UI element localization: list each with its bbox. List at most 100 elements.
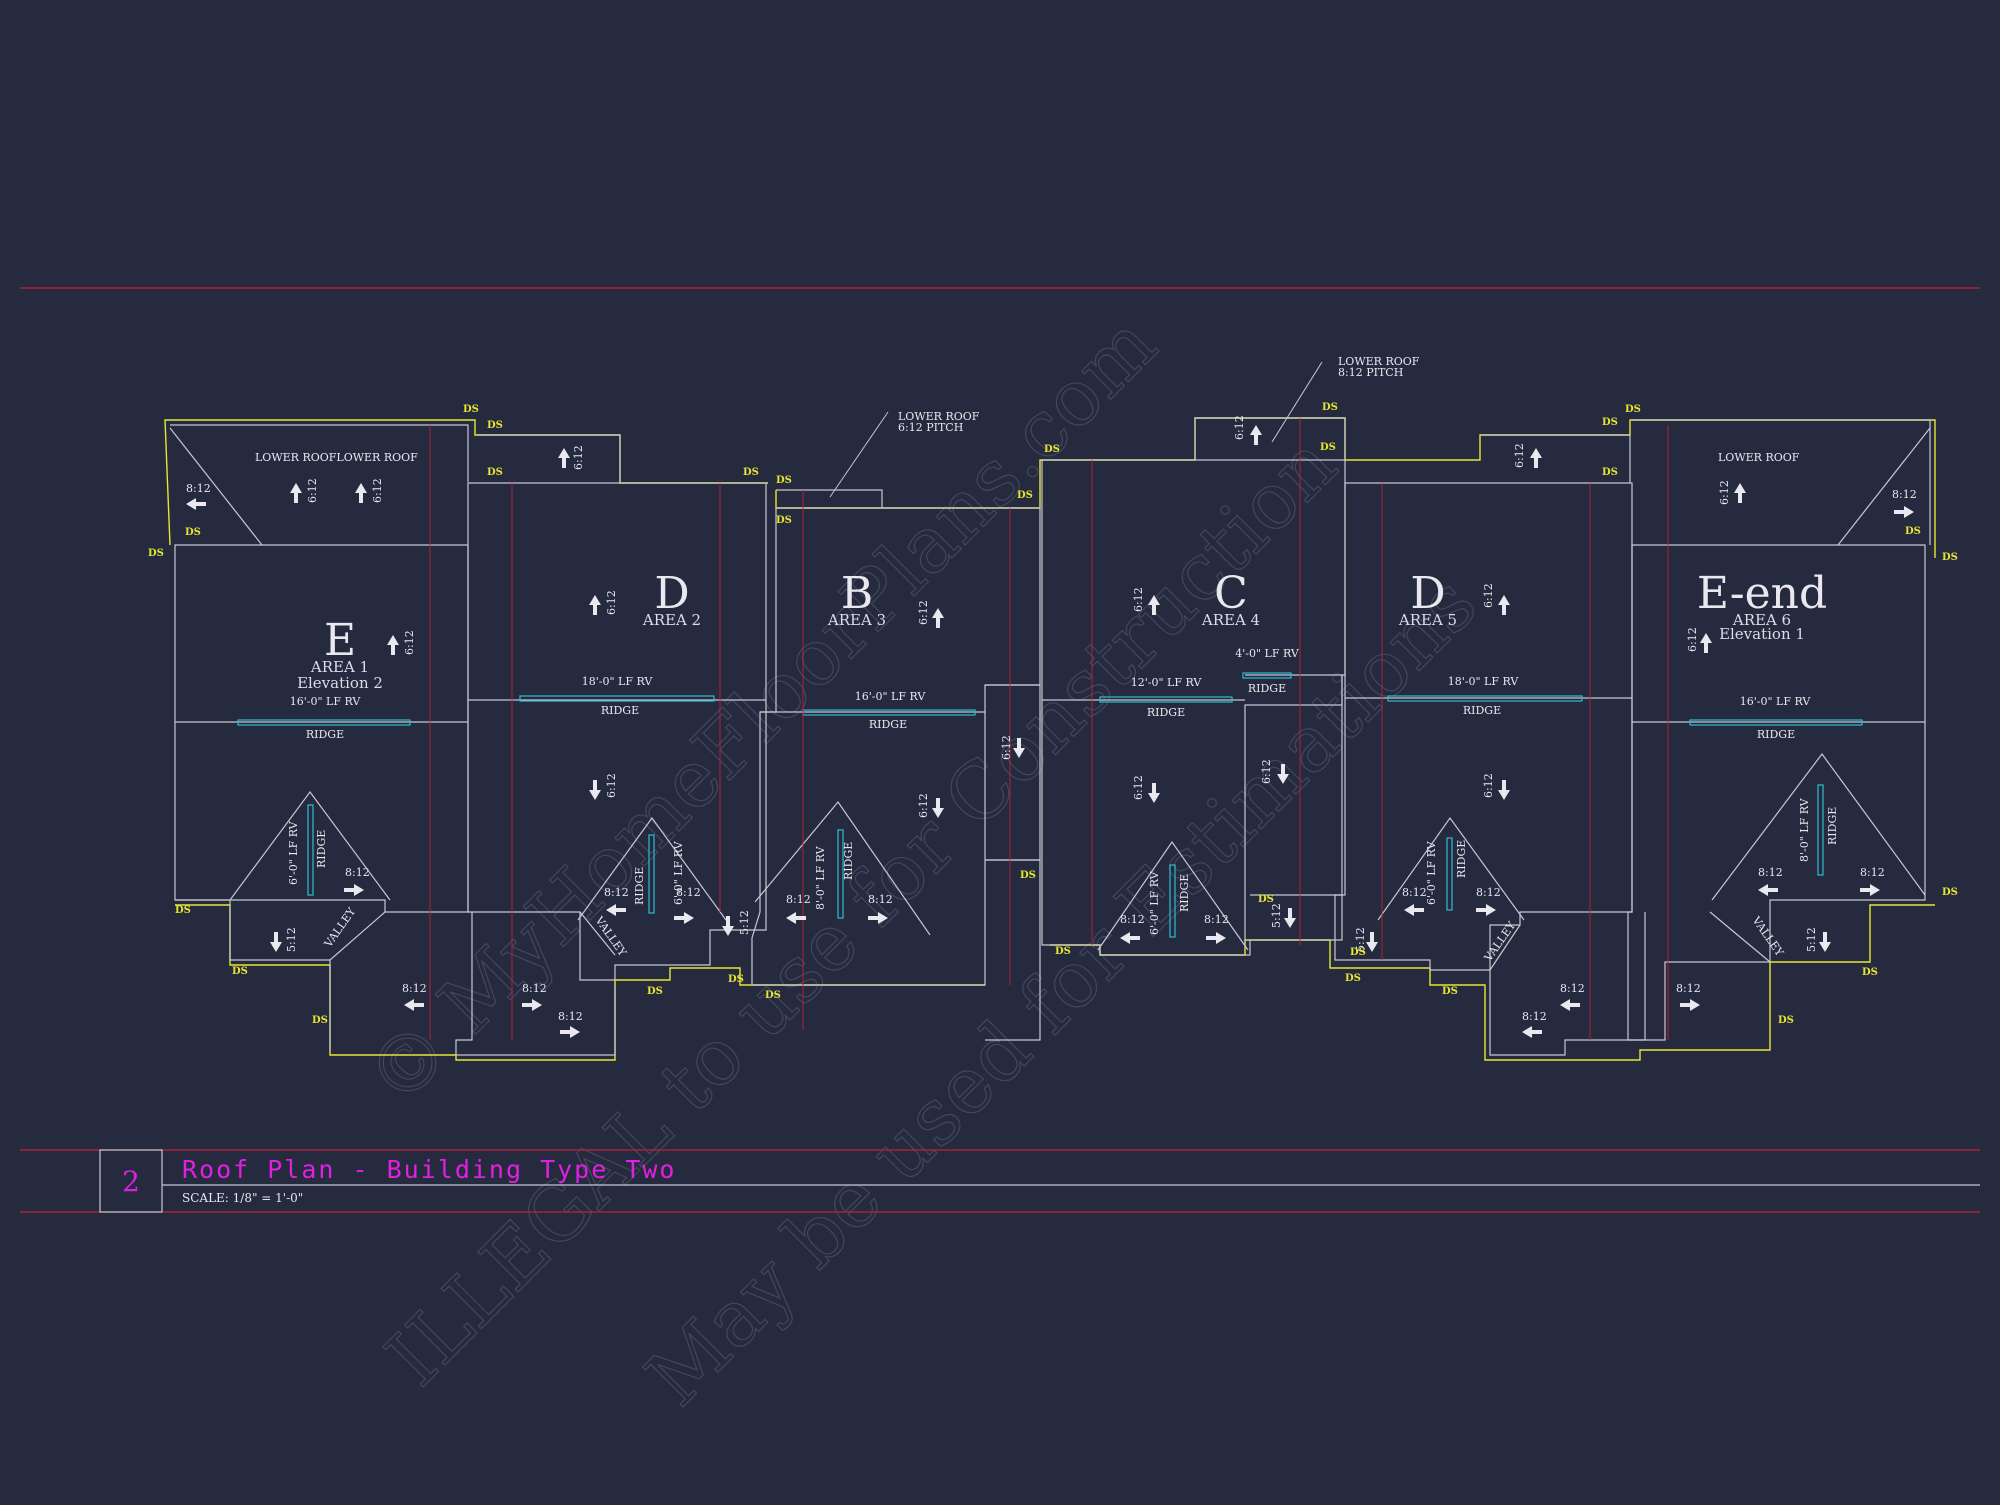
gable-rv-2: 6'-0" LF RV xyxy=(672,840,685,905)
pitch-28: 8:12 xyxy=(1402,886,1427,899)
arrow-up-icon xyxy=(589,595,601,615)
area-name-5: AREA 5 xyxy=(1398,611,1457,629)
ds-25: DS xyxy=(1602,417,1618,428)
pitch-25: 8:12 xyxy=(868,893,893,906)
pitch-37: 8:12 xyxy=(1676,982,1701,995)
ridge-label-2: RIDGE xyxy=(601,704,639,717)
gable-ridge-1: RIDGE xyxy=(315,830,328,868)
area-letter-5: D xyxy=(1410,568,1445,619)
ds-27: DS xyxy=(1602,467,1618,478)
ds-20: DS xyxy=(1320,442,1336,453)
pitch-19: 6:12 xyxy=(1686,627,1699,652)
ds-4: DS xyxy=(743,467,759,478)
pitch-11: 6:12 xyxy=(1233,415,1246,440)
arrow-down-icon xyxy=(270,932,282,952)
roof-outline xyxy=(169,417,1931,1056)
arrow-up-icon xyxy=(932,608,944,628)
arrow-right-icon xyxy=(344,884,364,896)
ds-10: DS xyxy=(647,986,663,997)
ds-30: DS xyxy=(1942,887,1958,898)
ds-3: DS xyxy=(487,467,503,478)
ds-19: DS xyxy=(1322,402,1338,413)
pitch-29: 8:12 xyxy=(1476,886,1501,899)
arrow-right-icon xyxy=(1476,904,1496,916)
pitch-21: 8:12 xyxy=(345,866,370,879)
ds-29: DS xyxy=(1942,552,1958,563)
pitch-22: 8:12 xyxy=(604,886,629,899)
arrow-down-icon xyxy=(932,798,944,818)
arrow-up-icon xyxy=(1734,483,1746,503)
arrow-right-icon xyxy=(868,912,888,924)
ds-21: DS xyxy=(1258,894,1274,905)
ridge-label-3: RIDGE xyxy=(869,718,907,731)
ds-24: DS xyxy=(1442,986,1458,997)
pitch-31: 8:12 xyxy=(1860,866,1885,879)
callout-lower-roof-c-1: LOWER ROOF xyxy=(1338,355,1420,368)
callout-leaders xyxy=(829,361,1323,498)
pitch-15: 6:12 xyxy=(1513,443,1526,468)
area-letter-3: B xyxy=(841,568,873,619)
view-number: 2 xyxy=(122,1165,140,1198)
ds-5: DS xyxy=(185,527,201,538)
arrow-up-icon xyxy=(290,483,302,503)
pitch-39: 5:12 xyxy=(738,910,751,935)
rv-label-3: 16'-0" LF RV xyxy=(855,690,927,703)
callout-lower-roof-e-end: LOWER ROOF xyxy=(1718,451,1800,464)
area-letter-1: E xyxy=(324,615,356,666)
ds-6: DS xyxy=(148,548,164,559)
area-labels: E AREA 1 Elevation 2 D AREA 2 B AREA 3 C… xyxy=(297,568,1827,692)
ds-8: DS xyxy=(232,966,248,977)
ds-32: DS xyxy=(1778,1015,1794,1026)
arrow-up-icon xyxy=(1148,595,1160,615)
gable-triangles xyxy=(229,752,1926,951)
ridge-label-1: RIDGE xyxy=(306,728,344,741)
valley-label-4: VALLEY xyxy=(1749,913,1786,959)
ds-17: DS xyxy=(1044,444,1060,455)
pitch-30: 8:12 xyxy=(1758,866,1783,879)
ds-13: DS xyxy=(776,475,792,486)
rv-label-1: 16'-0" LF RV xyxy=(290,695,362,708)
arrow-right-icon xyxy=(1206,932,1226,944)
gable-rv-4: 6'-0" LF RV xyxy=(1148,870,1161,935)
arrow-down-icon xyxy=(1366,932,1378,952)
arrow-up-icon xyxy=(1530,448,1542,468)
ds-12: DS xyxy=(765,990,781,1001)
ridge-lines xyxy=(237,672,1863,938)
callout-lower-roof-b-1: LOWER ROOF xyxy=(898,410,980,423)
callouts: LOWER ROOFLOWER ROOF LOWER ROOF LOWER RO… xyxy=(255,355,1800,464)
pitch-42: 5:12 xyxy=(1805,927,1818,952)
arrow-down-icon xyxy=(1277,764,1289,784)
ds-2: DS xyxy=(487,420,503,431)
ds-16: DS xyxy=(1020,870,1036,881)
ds-31: DS xyxy=(1862,967,1878,978)
arrow-left-icon xyxy=(1758,884,1778,896)
ds-11: DS xyxy=(728,974,744,985)
ds-26: DS xyxy=(1625,404,1641,415)
gable-rv-3: 8'-0" LF RV xyxy=(814,845,827,910)
ridge-label-5: RIDGE xyxy=(1463,704,1501,717)
pitch-4: 6:12 xyxy=(572,445,585,470)
arrow-left-icon xyxy=(1560,999,1580,1011)
pitch-41: 5:12 xyxy=(1354,927,1367,952)
arrow-right-icon xyxy=(1860,884,1880,896)
ds-15: DS xyxy=(1017,490,1033,501)
arrow-right-icon xyxy=(522,999,542,1011)
area-name-1: AREA 1 xyxy=(310,658,369,676)
slope-arrows xyxy=(186,425,1914,1038)
pitch-6: 6:12 xyxy=(605,590,618,615)
pitch-13: 6:12 xyxy=(1132,775,1145,800)
arrow-left-icon xyxy=(1404,904,1424,916)
gable-rv-5: 6'-0" LF RV xyxy=(1425,840,1438,905)
callout-lower-roof-b-2: 6:12 PITCH xyxy=(898,421,963,434)
arrow-up-icon xyxy=(355,483,367,503)
red-grid-lines xyxy=(429,418,1669,1040)
arrow-left-icon xyxy=(404,999,424,1011)
sheet-scale: SCALE: 1/8" = 1'-0" xyxy=(182,1191,303,1205)
ridge-labels: 16'-0" LF RV RIDGE 18'-0" LF RV RIDGE 16… xyxy=(290,647,1812,741)
valley-label-1: VALLEY xyxy=(321,905,358,951)
ds-14: DS xyxy=(776,515,792,526)
arrow-left-icon xyxy=(606,904,626,916)
pitch-35: 8:12 xyxy=(1560,982,1585,995)
pitch-8: 6:12 xyxy=(605,773,618,798)
area-name-3: AREA 3 xyxy=(827,611,886,629)
